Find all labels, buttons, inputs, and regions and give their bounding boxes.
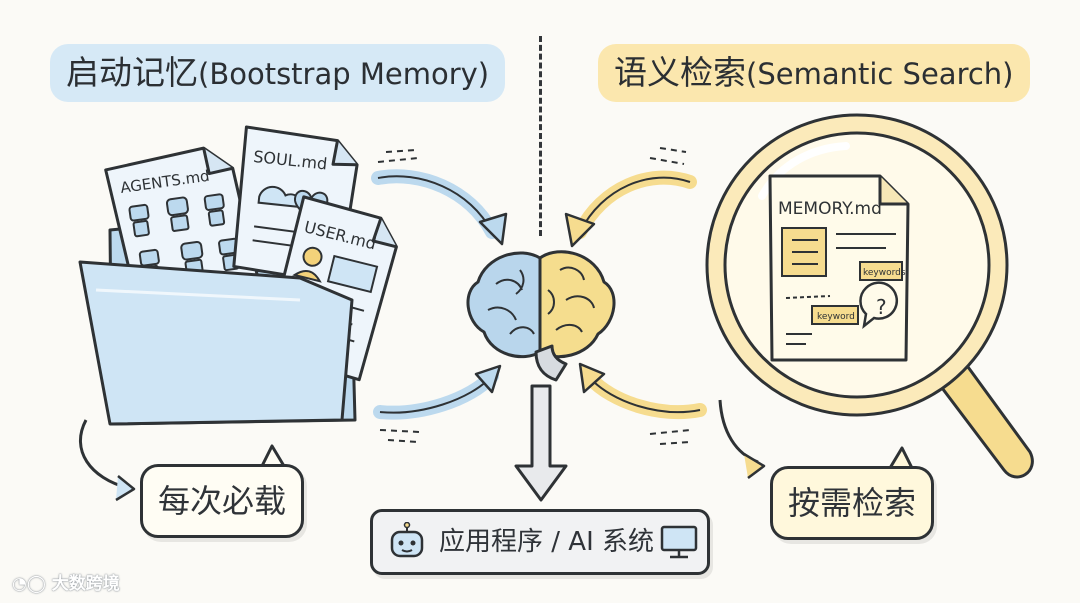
brain-icon [466,250,616,382]
keyword-tag: keyword [817,312,855,322]
right-arrow-top [564,147,697,248]
retrieve-on-demand-label: 按需检索 [787,484,916,522]
retrieve-on-demand-bubble: 按需检索 [770,466,934,540]
down-arrow [514,384,568,502]
left-arrow-top [371,149,508,246]
bootstrap-memory-title-sub: (Bootstrap Memory) [198,57,490,91]
memory-file-label: MEMORY.md [778,199,882,219]
robot-icon [390,522,424,558]
load-every-time-bubble: 每次必载 [140,464,304,538]
application-system-bar: 应用程序 / AI 系统 [370,509,710,575]
memory-file-icon: MEMORY.md keywords keyword ? [768,174,910,362]
watermark-logo-icon: ◔◯ [12,574,52,594]
semantic-search-title: 语义检索(Semantic Search) [598,44,1030,102]
watermark-text: 大数跨境 [51,574,120,594]
right-arrow-bottom [578,362,707,445]
left-arrow-bottom [373,364,502,443]
semantic-search-title-main: 语义检索 [614,53,746,92]
bootstrap-memory-title: 启动记忆(Bootstrap Memory) [50,44,506,102]
load-every-time-label: 每次必载 [157,482,286,520]
watermark: ◔◯ 大数跨境 [12,572,120,596]
center-divider [539,36,542,236]
semantic-search-title-sub: (Semantic Search) [746,57,1014,91]
question-mark-icon: ? [876,295,887,319]
monitor-icon [660,525,698,559]
application-system-label: 应用程序 / AI 系统 [439,527,655,557]
agents-file-icon: AGENTS.md [104,146,261,309]
bootstrap-memory-title-main: 启动记忆 [66,53,198,92]
keywords-tag: keywords [863,268,906,278]
